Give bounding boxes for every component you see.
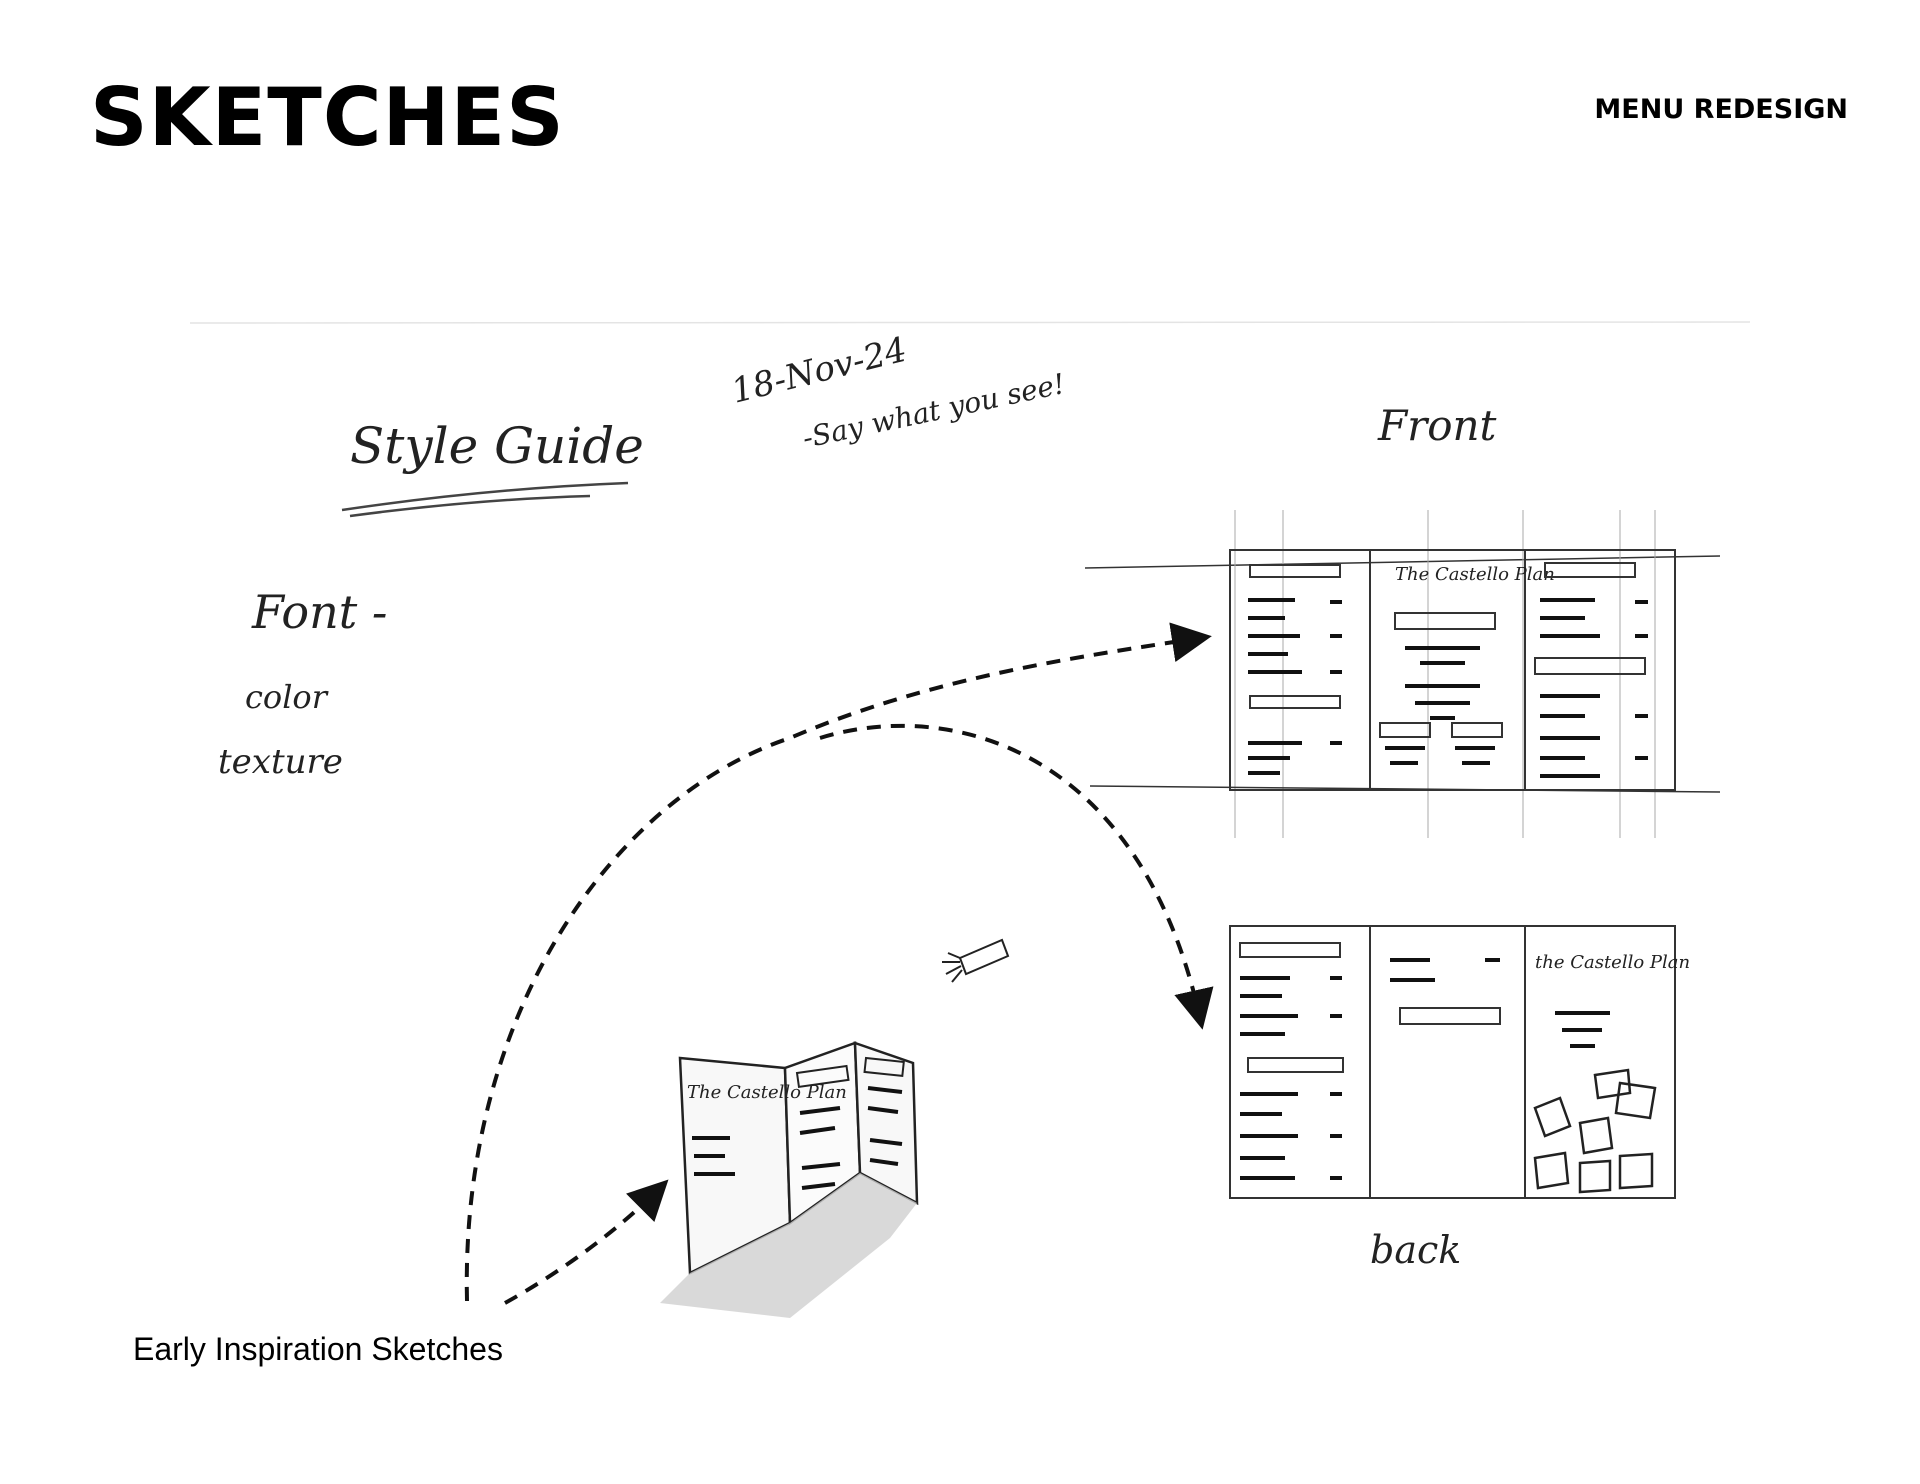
svg-text:The Castello Plan: The Castello Plan	[687, 1082, 847, 1103]
section-label: MENU REDESIGN	[1594, 94, 1848, 125]
note-texture: texture	[218, 742, 343, 782]
note-style-guide: Style Guide	[350, 417, 644, 475]
sketch-caption: Early Inspiration Sketches	[133, 1331, 503, 1367]
label-front: Front	[1377, 401, 1497, 450]
svg-text:the Castello Plan: the Castello Plan	[1535, 952, 1690, 973]
folded-brochure-sketch: The Castello Plan	[660, 1041, 919, 1318]
style-guide-underline	[341, 481, 629, 518]
front-menu-sketch: The Castello Plan	[1084, 510, 1721, 838]
note-font: Font -	[251, 585, 387, 639]
sketch-image: 18-Nov-24 -Say what you see! Style Guide…	[190, 318, 1760, 1418]
pencil-doodle	[942, 938, 1010, 983]
sketch-arrows	[464, 622, 1214, 1305]
note-color: color	[245, 678, 329, 716]
svg-text:The Castello Plan: The Castello Plan	[1395, 564, 1555, 585]
note-date: 18-Nov-24	[728, 330, 911, 412]
page-title: SKETCHES	[90, 71, 565, 164]
back-menu-sketch: the Castello Plan	[1229, 925, 1690, 1199]
label-back: back	[1370, 1228, 1461, 1272]
